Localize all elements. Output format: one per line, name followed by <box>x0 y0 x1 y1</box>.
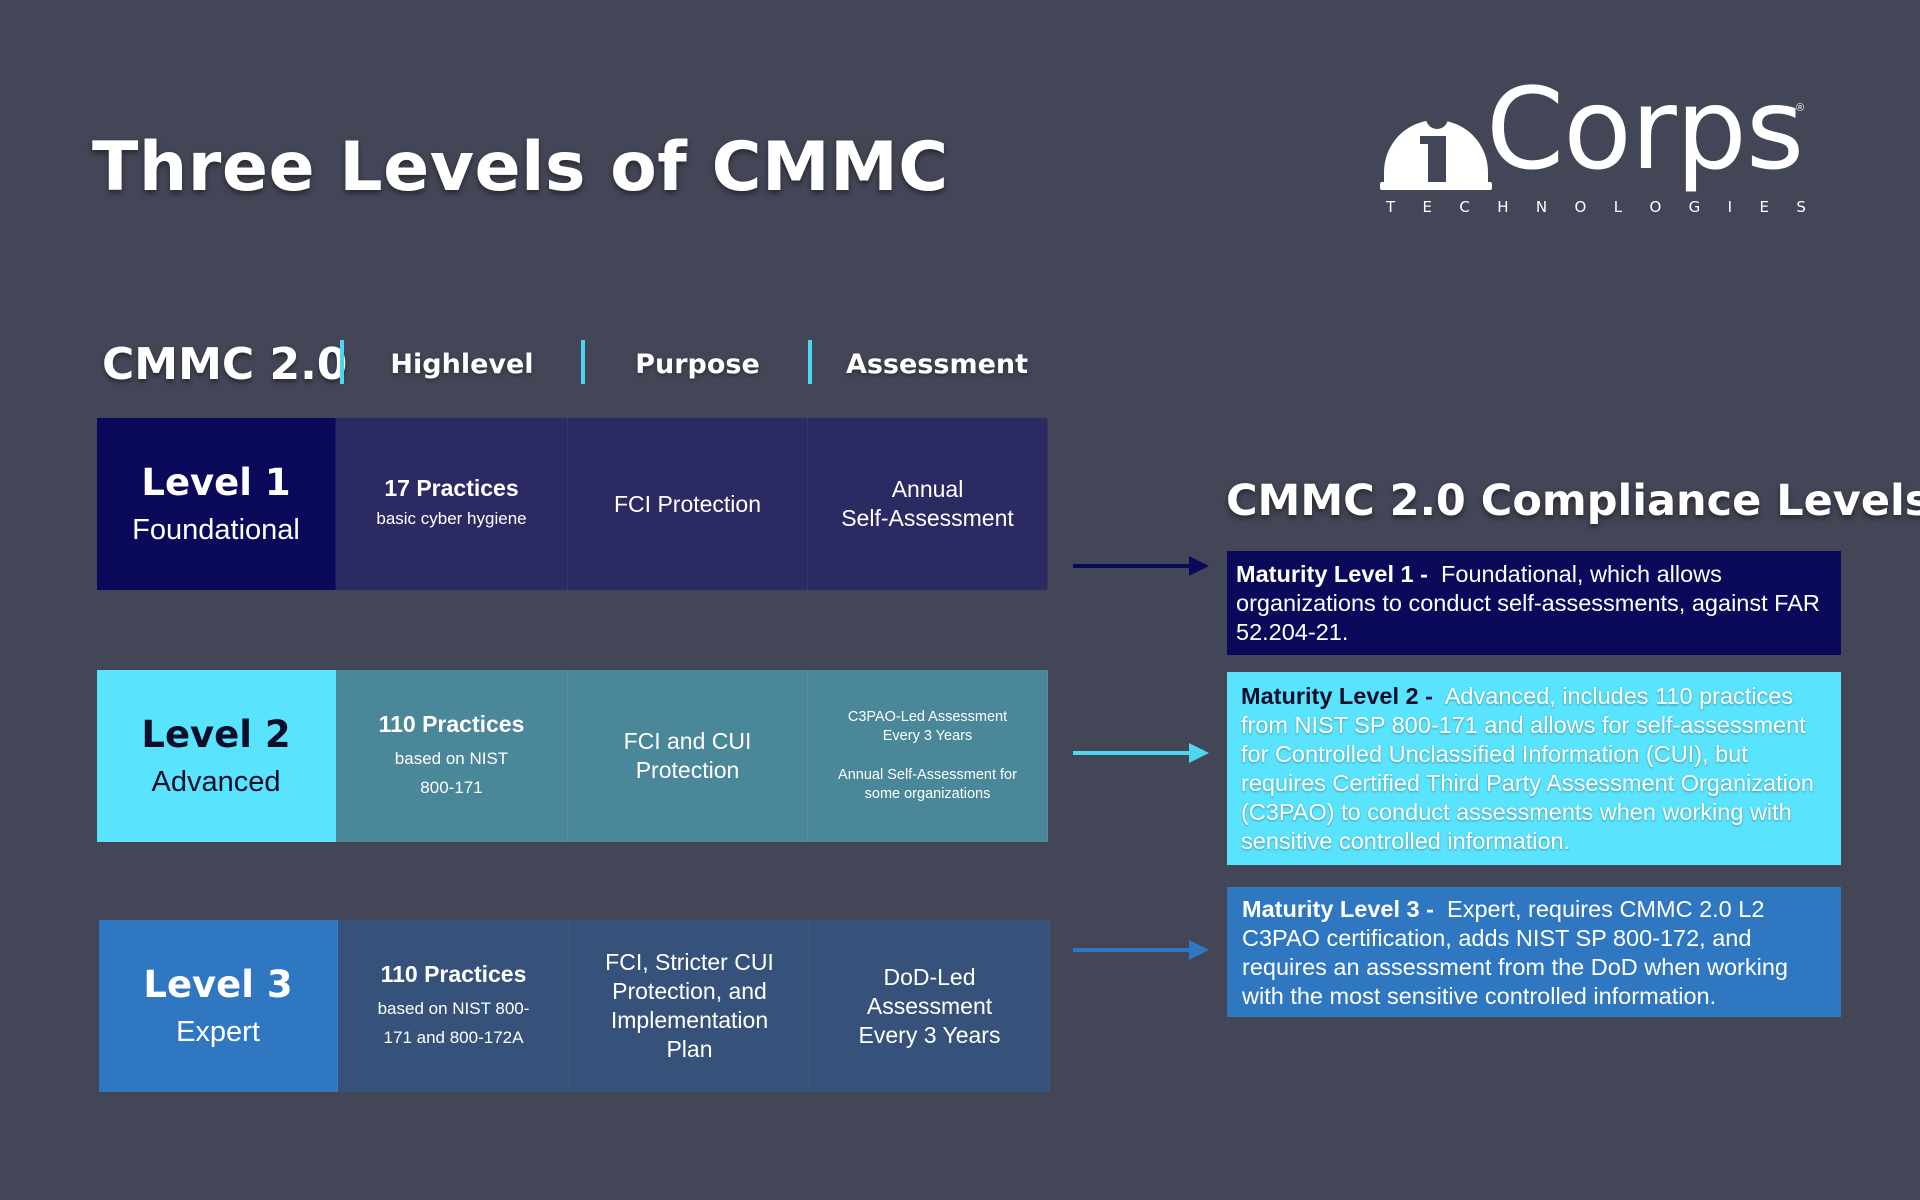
level-3-purpose-cell: FCI, Stricter CUI Protection, and Implem… <box>570 920 810 1092</box>
level-1-row: Level 1 Foundational 17 Practices basic … <box>97 418 1048 590</box>
header-assessment: Assessment <box>845 348 1029 380</box>
maturity-text: Advanced, includes 110 practices from NI… <box>1241 683 1814 854</box>
assessment-text: DoD-Led Assessment <box>866 963 993 1019</box>
header-separator <box>581 340 585 384</box>
level-2-purpose-cell: FCI and CUI Protection <box>568 670 808 842</box>
purpose-text: FCI Protection <box>614 490 761 517</box>
page-title: Three Levels of CMMC <box>92 128 949 207</box>
maturity-level-2-box: Maturity Level 2 - Advanced, includes 11… <box>1227 672 1841 865</box>
header-separator <box>340 340 344 384</box>
assessment-text: Every 3 Years <box>858 1021 1001 1048</box>
purpose-text: FCI and CUI Protection <box>623 728 752 783</box>
practices-note: basic cyber hygiene <box>376 509 527 528</box>
level-2-highlevel-cell: 110 Practices based on NIST 800-171 <box>336 670 568 842</box>
header-purpose: Purpose <box>635 348 760 380</box>
maturity-text: Expert, requires CMMC 2.0 L2 C3PAO certi… <box>1242 896 1788 1009</box>
assessment-text: C3PAO-Led Assessment Every 3 Years <box>847 709 1008 744</box>
maturity-label: Maturity Level 2 - <box>1241 683 1433 709</box>
level-2-label-cell: Level 2 Advanced <box>97 670 336 842</box>
practices-count: 110 Practices <box>380 960 527 987</box>
level-name: Level 1 <box>141 461 291 504</box>
arrow-right-icon <box>1073 743 1209 763</box>
practices-count: 17 Practices <box>384 475 519 501</box>
maturity-label: Maturity Level 3 - <box>1242 896 1434 922</box>
maturity-label: Maturity Level 1 - <box>1236 561 1428 587</box>
level-1-label-cell: Level 1 Foundational <box>97 418 336 590</box>
level-name: Level 3 <box>143 963 293 1006</box>
level-3-assessment-cell: DoD-Led Assessment Every 3 Years <box>810 920 1050 1092</box>
i-dome-icon <box>1380 107 1492 190</box>
maturity-level-1-box: Maturity Level 1 - Foundational, which a… <box>1227 551 1841 655</box>
level-1-highlevel-cell: 17 Practices basic cyber hygiene <box>336 418 568 590</box>
logo-subtitle: T E C H N O L O G I E S <box>1386 198 1806 216</box>
arrow-right-icon <box>1073 556 1209 576</box>
header-label: CMMC 2.0 <box>102 338 348 390</box>
level-tier: Foundational <box>132 514 300 546</box>
logo-wordmark: Corps <box>1486 65 1804 195</box>
level-3-row: Level 3 Expert 110 Practices based on NI… <box>99 920 1050 1092</box>
assessment-text: Annual <box>891 476 964 502</box>
assessment-text: Annual Self-Assessment for some organiza… <box>838 767 1017 802</box>
arrow-right-icon <box>1073 940 1209 960</box>
level-1-purpose-cell: FCI Protection <box>568 418 808 590</box>
purpose-text: FCI, Stricter CUI Protection, and Implem… <box>605 949 774 1062</box>
level-3-label-cell: Level 3 Expert <box>99 920 338 1092</box>
practices-note: based on NIST 800-171 and 800-172A <box>377 998 530 1047</box>
assessment-text: Self-Assessment <box>841 505 1014 531</box>
practices-count: 110 Practices <box>378 710 525 737</box>
level-tier: Expert <box>176 1016 260 1048</box>
practices-note: based on NIST 800-171 <box>394 748 509 797</box>
level-2-row: Level 2 Advanced 110 Practices based on … <box>97 670 1048 842</box>
level-3-highlevel-cell: 110 Practices based on NIST 800-171 and … <box>338 920 570 1092</box>
registered-mark: ® <box>1796 102 1805 114</box>
icorps-logo: Corps ® T E C H N O L O G I E S <box>1380 74 1810 222</box>
compliance-title: CMMC 2.0 Compliance Levels <box>1226 476 1920 526</box>
header-separator <box>808 340 812 384</box>
level-name: Level 2 <box>141 713 291 756</box>
maturity-level-3-box: Maturity Level 3 - Expert, requires CMMC… <box>1227 887 1841 1017</box>
level-1-assessment-cell: Annual Self-Assessment <box>808 418 1048 590</box>
header-highlevel: Highlevel <box>390 348 534 380</box>
level-tier: Advanced <box>151 766 281 798</box>
level-2-assessment-cell: C3PAO-Led Assessment Every 3 Years Annua… <box>808 670 1048 842</box>
maturity-text: Foundational, which allows organizations… <box>1236 561 1820 645</box>
